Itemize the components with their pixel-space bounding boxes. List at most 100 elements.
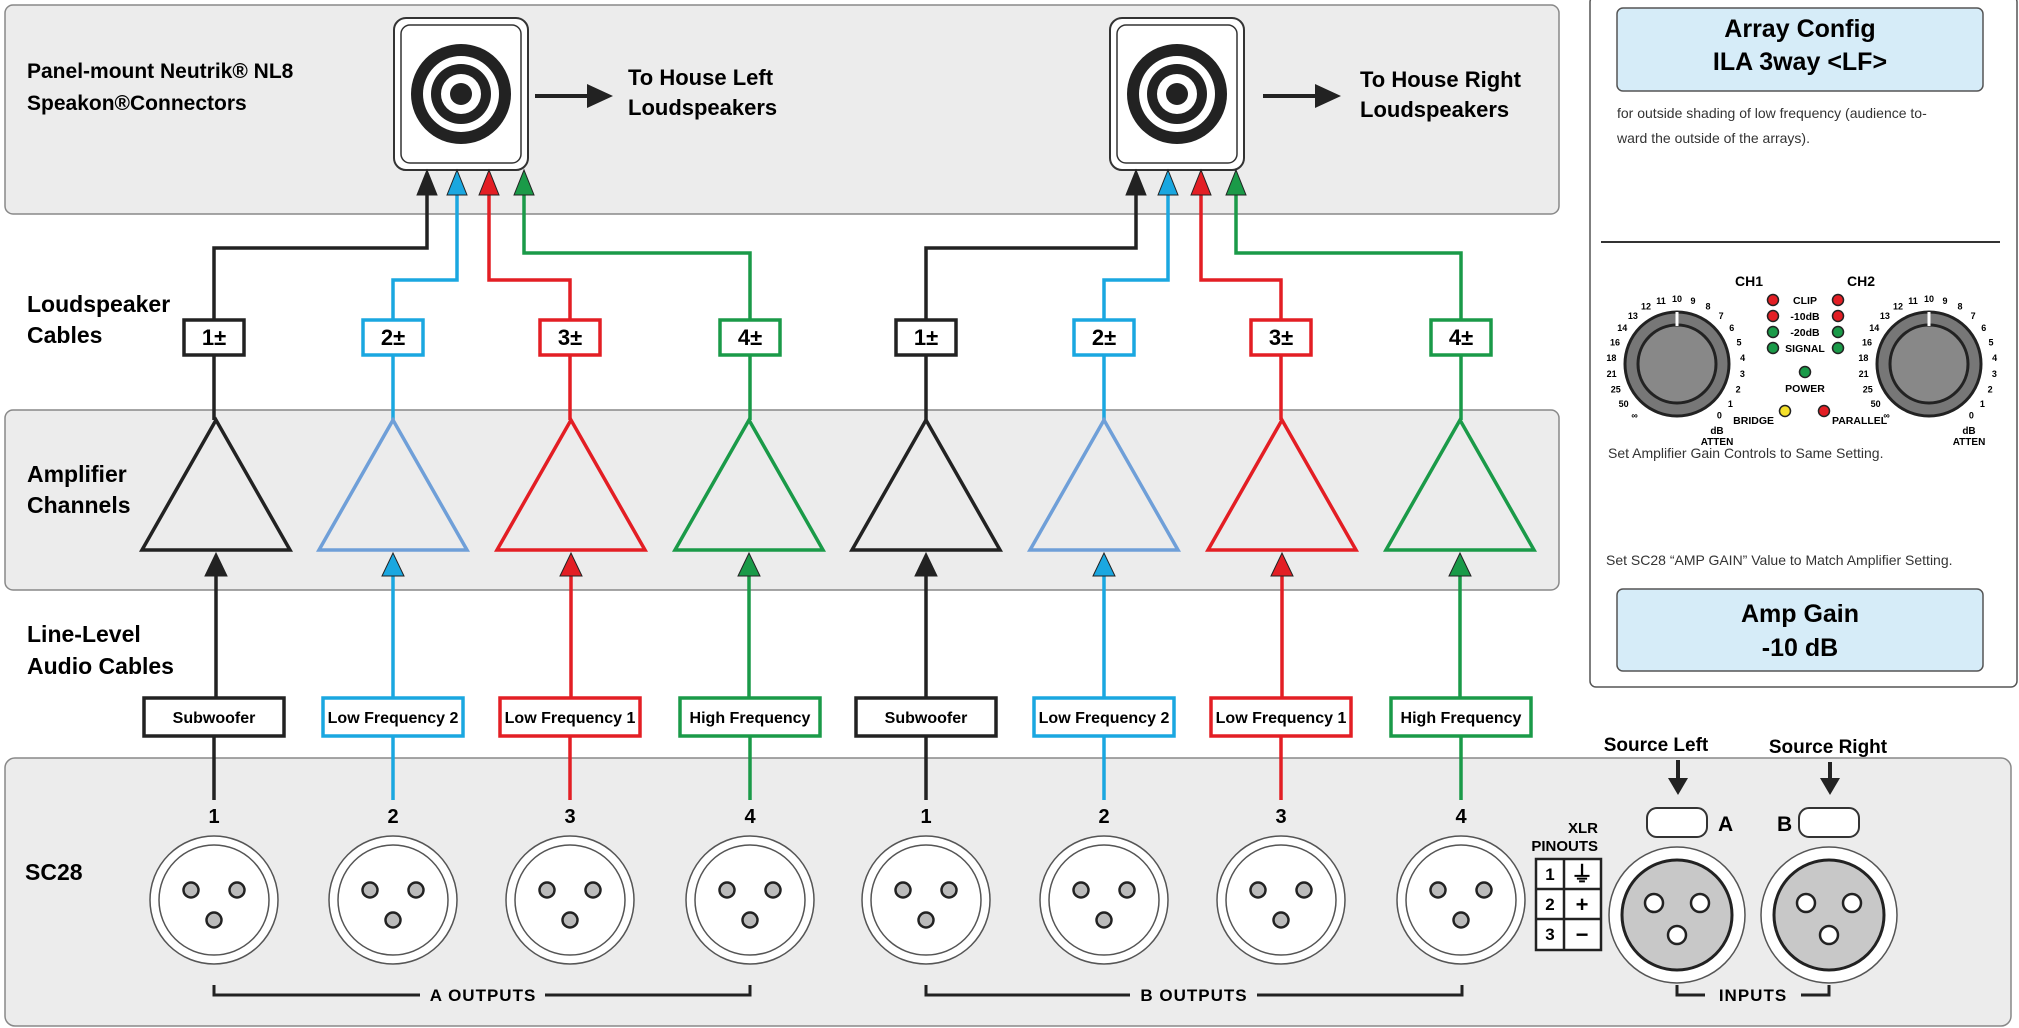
xlr-pin (1475, 881, 1493, 899)
xlr-output-ring (337, 844, 449, 956)
gain-scale-tick: 5 (1737, 337, 1742, 347)
input-b-label: B (1777, 813, 1792, 836)
xlr-pin (182, 881, 200, 899)
sc28-gain-note: Set SC28 “AMP GAIN” Value to Match Ampli… (1606, 552, 1953, 568)
output-number: 3 (564, 806, 575, 828)
gain-scale-tick: 1 (1980, 399, 1985, 409)
xlr-pin (1452, 911, 1470, 929)
gain-scale-tick: 50 (1619, 399, 1629, 409)
pin-label: 2± (1092, 325, 1116, 350)
xlr-output-connector (1039, 835, 1169, 965)
input-xlr-socket (1841, 892, 1863, 914)
arrow-to-house-left (535, 84, 613, 108)
line-label-2: Audio Cables (27, 653, 174, 679)
input-xlr-socket (1666, 924, 1688, 946)
speakon-pin-arrow (478, 168, 500, 196)
amp-input-arrow (1270, 551, 1294, 577)
cables-label-1: Loudspeaker (27, 291, 170, 317)
led-ch2 (1831, 309, 1845, 323)
xlr-output-connector (149, 835, 279, 965)
xlr-pin (1249, 881, 1267, 899)
array-config-line1: Array Config (1724, 15, 1875, 43)
speakon-pin-arrow (1125, 168, 1147, 196)
gain-scale-tick: 13 (1880, 311, 1890, 321)
xlr-output-connector (328, 835, 458, 965)
amp-input-arrow (204, 551, 228, 577)
gain-scale-tick: 14 (1869, 323, 1879, 333)
side-note-1: for outside shading of low frequency (au… (1617, 105, 1927, 121)
gain-scale-tick: 0 (1969, 411, 1974, 421)
amp-gain-line2: -10 dB (1762, 634, 1838, 662)
source-left-label: Source Left (1604, 735, 1709, 756)
amp-input-arrow (1448, 551, 1472, 577)
amp-input-arrow (381, 551, 405, 577)
amp-input-arrow (737, 551, 761, 577)
amps-label-1: Amplifier (27, 461, 127, 487)
xlr-pin (384, 911, 402, 929)
speakon-title-1: Panel-mount Neutrik® NL8 (27, 60, 294, 83)
gain-scale-tick: 1 (1728, 399, 1733, 409)
xlr-output-ring (1048, 844, 1160, 956)
gain-scale-tick: ∞ (1631, 411, 1638, 421)
amplifier-channel-triangle (1382, 416, 1538, 552)
arrow-to-house-right (1263, 84, 1341, 108)
speaker-cable-wire (522, 185, 752, 323)
xlr-pinout-symbol: − (1576, 922, 1589, 947)
output-number: 4 (1455, 806, 1467, 828)
pin-label-box (718, 318, 782, 357)
gain-scale-tick: 21 (1607, 369, 1617, 379)
inputs-label: INPUTS (1719, 986, 1787, 1005)
xlr-pin (538, 881, 556, 899)
a-outputs-bracket (212, 985, 752, 997)
input-label: High Frequency (1401, 710, 1522, 727)
xlr-pin (1095, 911, 1113, 929)
array-config-display (1616, 7, 1984, 92)
amplifier-channel-triangle (138, 416, 294, 552)
input-label-box (142, 696, 286, 738)
house-right-line1: To House Right (1360, 67, 1522, 92)
amp-input-arrow (559, 551, 583, 577)
xlr-pinout-symbol: + (1576, 892, 1589, 917)
input-label: High Frequency (690, 710, 811, 727)
input-latch (1798, 807, 1860, 838)
xlr-output-ring (870, 844, 982, 956)
input-label: Low Frequency 2 (328, 710, 459, 727)
gain-scale-tick: 9 (1942, 296, 1947, 306)
gain-knob-inner (1888, 323, 1970, 405)
pin-label-box (538, 318, 602, 357)
gain-scale-tick: 16 (1610, 337, 1620, 347)
xlr-output-ring (514, 844, 626, 956)
output-number: 1 (920, 806, 931, 828)
amp-gain-display (1616, 588, 1984, 672)
pin-label: 1± (202, 325, 226, 350)
speaker-cable-wire (391, 185, 459, 323)
atten-db-label: dB (1962, 426, 1975, 437)
output-number: 2 (1098, 806, 1109, 828)
xlr-pin (407, 881, 425, 899)
parallel-label: PARALLEL (1832, 415, 1888, 427)
pin-label: 1± (914, 325, 938, 350)
gain-scale-tick: 3 (1992, 369, 1997, 379)
xlr-output-connector (685, 835, 815, 965)
gain-scale-tick: 5 (1989, 337, 1994, 347)
led-ch1 (1766, 293, 1780, 307)
input-xlr-face (1620, 858, 1734, 972)
input-latch (1646, 807, 1708, 838)
pin-label: 3± (1269, 325, 1293, 350)
atten-db-label: dB (1710, 426, 1723, 437)
source-right-arrow (1820, 762, 1840, 795)
xlr-output-ring (694, 844, 806, 956)
xlr-pin (1295, 881, 1313, 899)
xlr-pin (561, 911, 579, 929)
gain-knob-inner (1636, 323, 1718, 405)
signal-chain-7: 3±Low Frequency 13 (1190, 168, 1360, 965)
gain-scale-tick: 18 (1858, 353, 1868, 363)
gain-scale-tick: 7 (1719, 311, 1724, 321)
speaker-cable-wire (1199, 185, 1283, 323)
bridge-led (1778, 404, 1792, 418)
pin-label-box (1249, 318, 1313, 357)
source-right-label: Source Right (1769, 737, 1888, 758)
speakon-right-connector (1109, 17, 1245, 171)
